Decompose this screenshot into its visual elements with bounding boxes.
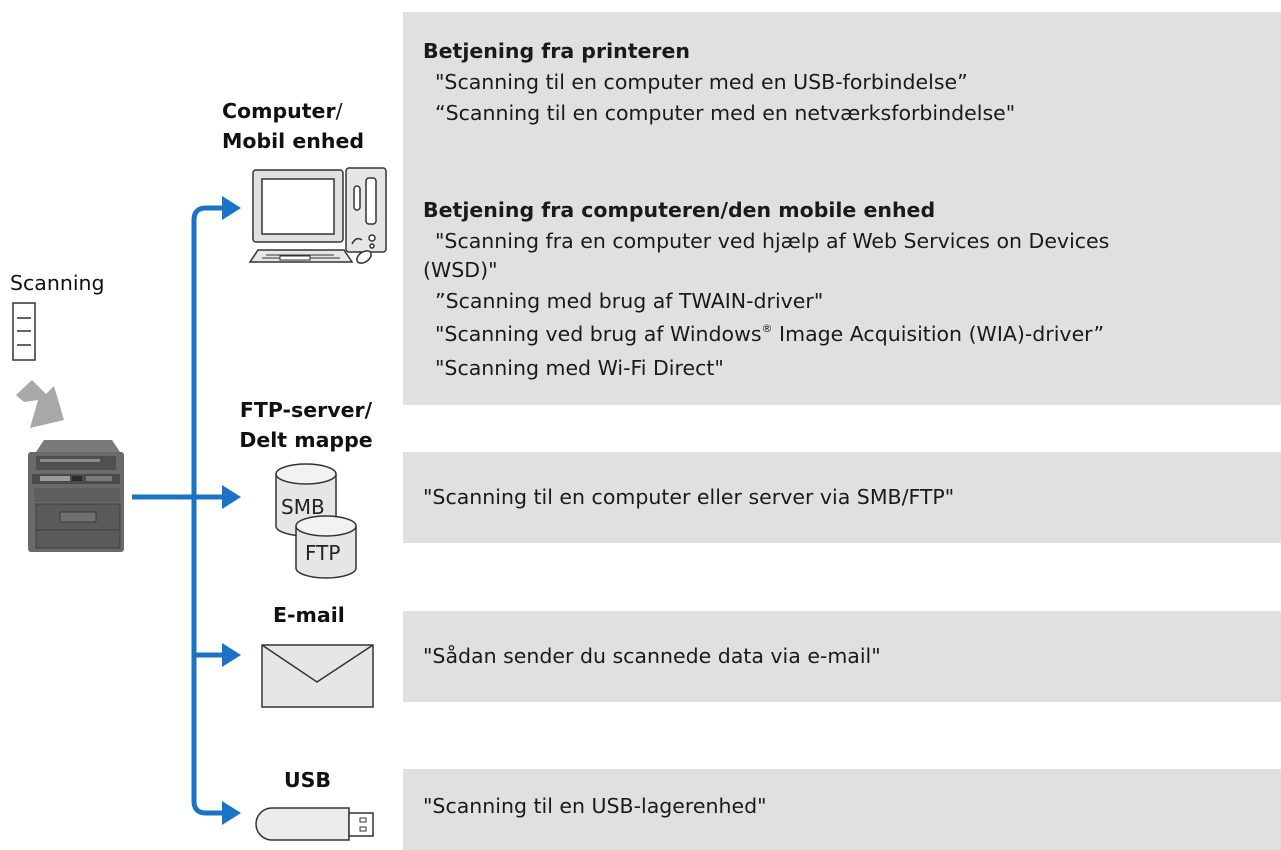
label-ftp-line1: FTP-server/ bbox=[239, 398, 373, 422]
computer-icon bbox=[248, 167, 387, 264]
section-heading-computer: Betjening fra computeren/den mobile enhe… bbox=[423, 198, 936, 222]
label-computer: Computer/ Mobil enhed bbox=[222, 96, 364, 156]
link-twain[interactable]: ”Scanning med brug af TWAIN-driver" bbox=[435, 289, 824, 313]
arrow-computer bbox=[222, 196, 241, 220]
arrow-ftp bbox=[222, 485, 241, 509]
arrow-usb bbox=[222, 801, 241, 825]
label-computer-line1: Computer bbox=[222, 99, 336, 123]
link-wsd[interactable]: "Scanning fra en computer ved hjælp af W… bbox=[435, 229, 1110, 253]
panel-computer-text-2: Betjening fra computeren/den mobile enhe… bbox=[423, 195, 1109, 384]
ftp-icon-text: FTP bbox=[305, 541, 340, 565]
panel-computer bbox=[403, 12, 1281, 405]
label-email: E-mail bbox=[273, 603, 345, 627]
label-ftp-line2: Delt mappe bbox=[239, 428, 373, 452]
panel-ftp bbox=[403, 452, 1281, 543]
link-wia-part1: "Scanning ved brug af Windows bbox=[435, 322, 762, 346]
smb-icon-text: SMB bbox=[281, 495, 325, 519]
label-ftp: FTP-server/ Delt mappe bbox=[226, 395, 386, 455]
arrow-email bbox=[222, 643, 241, 667]
link-network-connection[interactable]: “Scanning til en computer med en netværk… bbox=[435, 101, 1016, 125]
panel-computer-text: Betjening fra printeren "Scanning til en… bbox=[423, 36, 1015, 129]
panel-email bbox=[403, 611, 1281, 702]
connector-lines bbox=[132, 205, 222, 816]
section-heading-printer: Betjening fra printeren bbox=[423, 39, 691, 63]
link-smb-ftp[interactable]: "Scanning til en computer eller server v… bbox=[423, 485, 955, 509]
smb-ftp-server-icon bbox=[275, 463, 357, 579]
link-usb-storage[interactable]: "Scanning til en USB-lagerenhed" bbox=[423, 794, 767, 818]
registered-mark: ® bbox=[761, 322, 773, 335]
link-wsd-cont[interactable]: (WSD)" bbox=[423, 258, 498, 282]
scan-down-arrow-icon bbox=[16, 380, 64, 428]
usb-drive-icon bbox=[255, 807, 374, 841]
link-usb-connection[interactable]: "Scanning til en computer med en USB-for… bbox=[435, 70, 968, 94]
printer-icon bbox=[28, 440, 124, 552]
label-scanning: Scanning bbox=[10, 271, 105, 295]
link-email[interactable]: "Sådan sender du scannede data via e-mai… bbox=[423, 644, 881, 668]
label-usb: USB bbox=[284, 768, 332, 792]
link-wifi-direct[interactable]: "Scanning med Wi-Fi Direct" bbox=[435, 356, 724, 380]
arrowheads bbox=[222, 196, 241, 825]
envelope-icon bbox=[261, 644, 374, 708]
link-wia[interactable]: "Scanning ved brug af Windows® Image Acq… bbox=[423, 319, 1109, 350]
document-icon bbox=[12, 302, 36, 361]
label-computer-slash: / bbox=[335, 99, 343, 123]
panel-usb bbox=[403, 769, 1281, 850]
label-computer-line2: Mobil enhed bbox=[222, 129, 365, 153]
link-wia-part2: Image Acquisition (WIA)-driver” bbox=[772, 322, 1105, 346]
